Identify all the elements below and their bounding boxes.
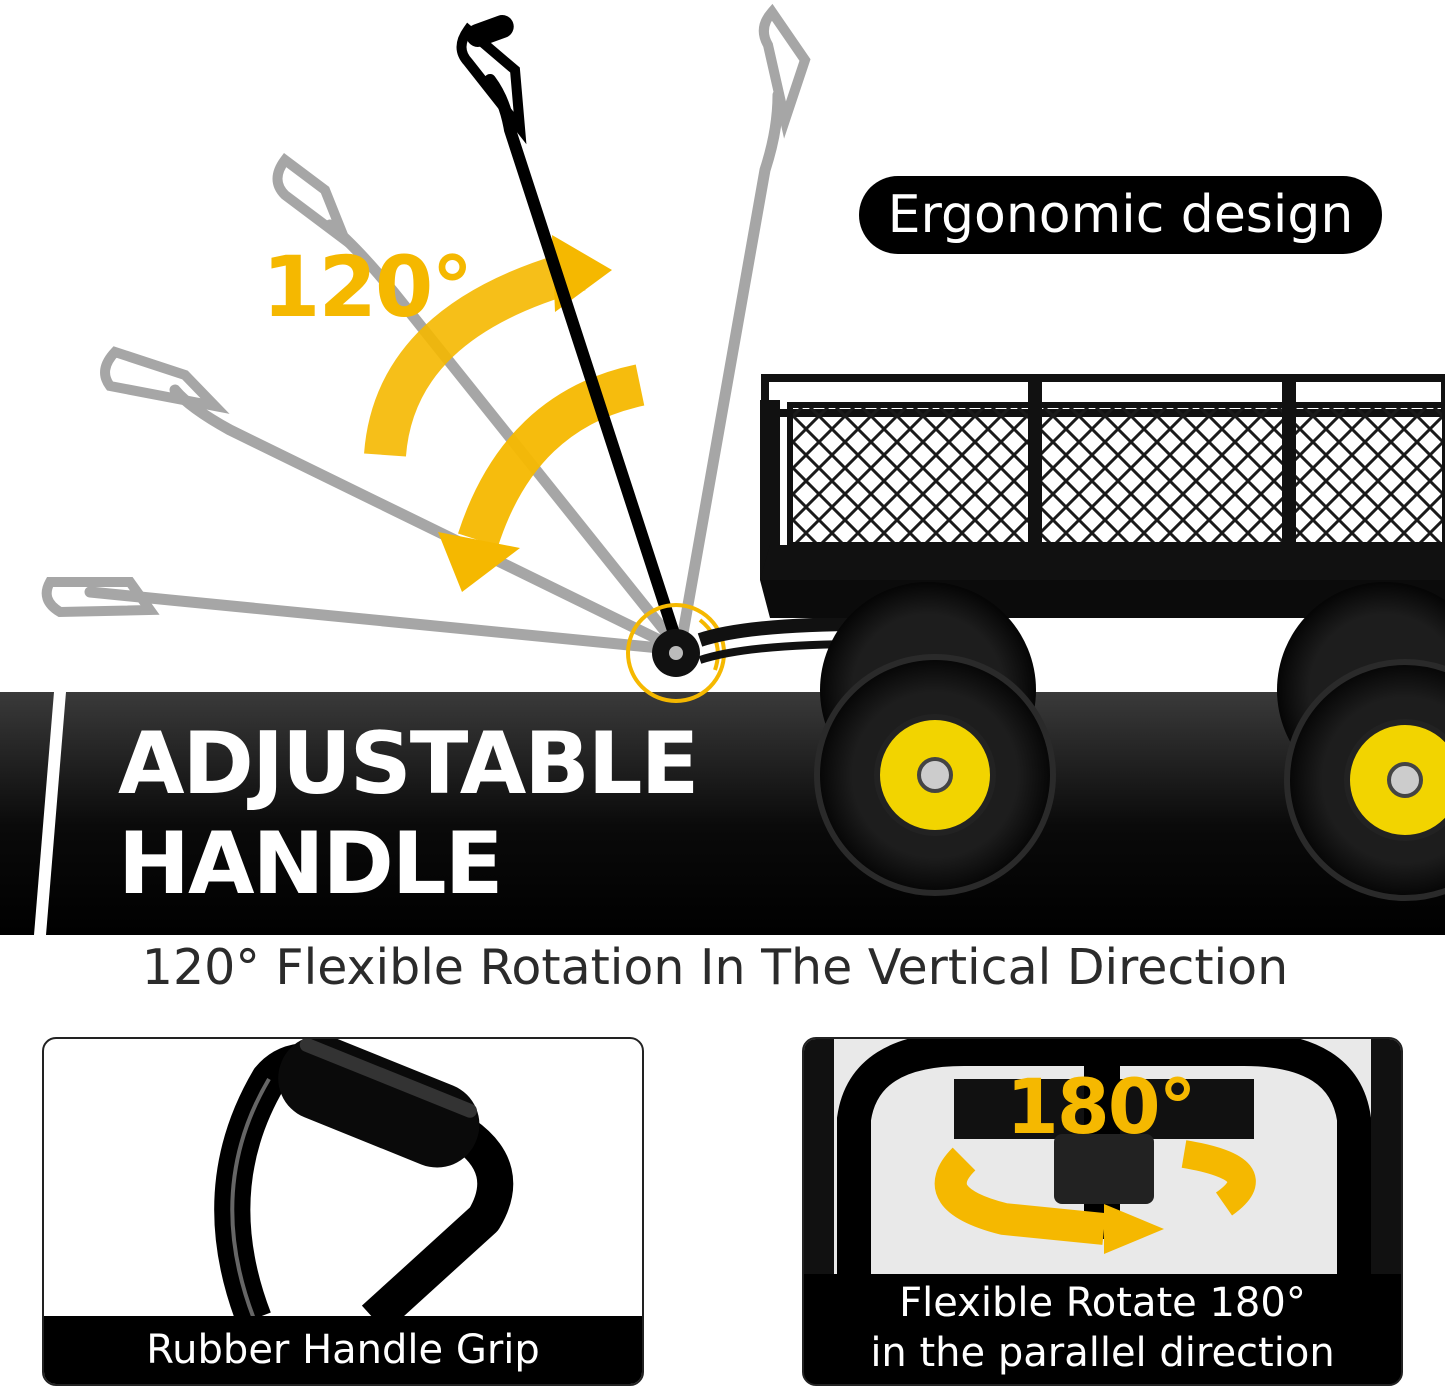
title-line-2: HANDLE bbox=[118, 814, 503, 914]
subtitle: 120° Flexible Rotation In The Vertical D… bbox=[141, 939, 1289, 996]
rotate-caption: Flexible Rotate 180° in the parallel dir… bbox=[804, 1274, 1401, 1384]
hero-illustration bbox=[0, 3, 1445, 935]
handle-ghost-positions bbox=[41, 3, 811, 656]
rotate-caption-line-2: in the parallel direction bbox=[870, 1330, 1335, 1376]
rotate-caption-line-1: Flexible Rotate 180° bbox=[899, 1280, 1306, 1326]
handle-active bbox=[456, 15, 686, 658]
wagon-wheels bbox=[814, 582, 1445, 901]
grip-panel: Rubber Handle Grip bbox=[42, 1037, 644, 1386]
rotate-panel: Flexible Rotate 180° in the parallel dir… bbox=[802, 1037, 1403, 1386]
angle-label-120: 120° bbox=[262, 238, 473, 336]
angle-label-180: 180° bbox=[1006, 1062, 1197, 1151]
rotate-joint-image bbox=[804, 1039, 1401, 1274]
pivot-icon bbox=[626, 603, 726, 703]
title-band bbox=[0, 692, 1445, 935]
rotate-180-arrow-icon bbox=[934, 1140, 1256, 1254]
grip-caption: Rubber Handle Grip bbox=[44, 1316, 642, 1384]
badge-ergonomic-design: Ergonomic design bbox=[859, 176, 1382, 254]
rubber-grip-image bbox=[214, 1039, 514, 1319]
title-line-1: ADJUSTABLE bbox=[118, 714, 699, 814]
